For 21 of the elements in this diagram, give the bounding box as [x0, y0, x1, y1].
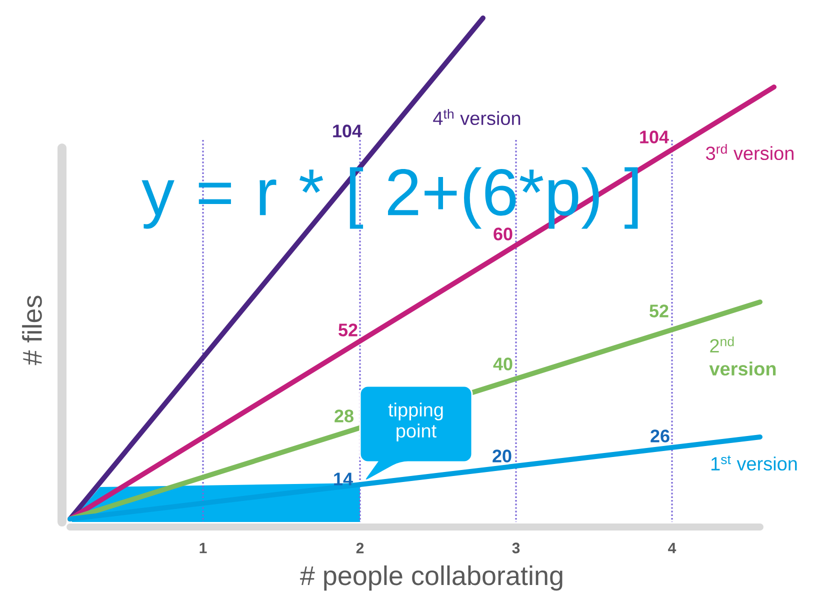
series-label: 3$^{rd}$ version [706, 144, 794, 160]
series-label: 4$^{th}$ version [433, 108, 520, 126]
value-label: 104 [333, 124, 362, 138]
value-label: 52 [650, 304, 668, 318]
value-label: 40 [493, 358, 512, 370]
tick-label: 3 [512, 542, 520, 554]
value-label: 104 [640, 130, 669, 144]
value-label: 26 [650, 430, 670, 442]
value-label: 52 [338, 324, 358, 336]
axis-title: # files [22, 296, 42, 366]
series-label: 1$^{st}$ version [711, 455, 797, 471]
value-label: 20 [492, 450, 512, 462]
tick-label: 2 [356, 542, 364, 554]
value-label: 14 [334, 472, 353, 486]
tick-label: 4 [668, 542, 676, 554]
axis-title: # people collaborating [300, 565, 562, 591]
series-label: 2$^{nd}$ version [709, 336, 776, 376]
callout-box: tipping point [359, 385, 473, 481]
value-label: 60 [494, 228, 512, 240]
formula: y = r * [ 2+(6*p) ] [142, 167, 638, 229]
tick-label: 1 [200, 542, 207, 554]
